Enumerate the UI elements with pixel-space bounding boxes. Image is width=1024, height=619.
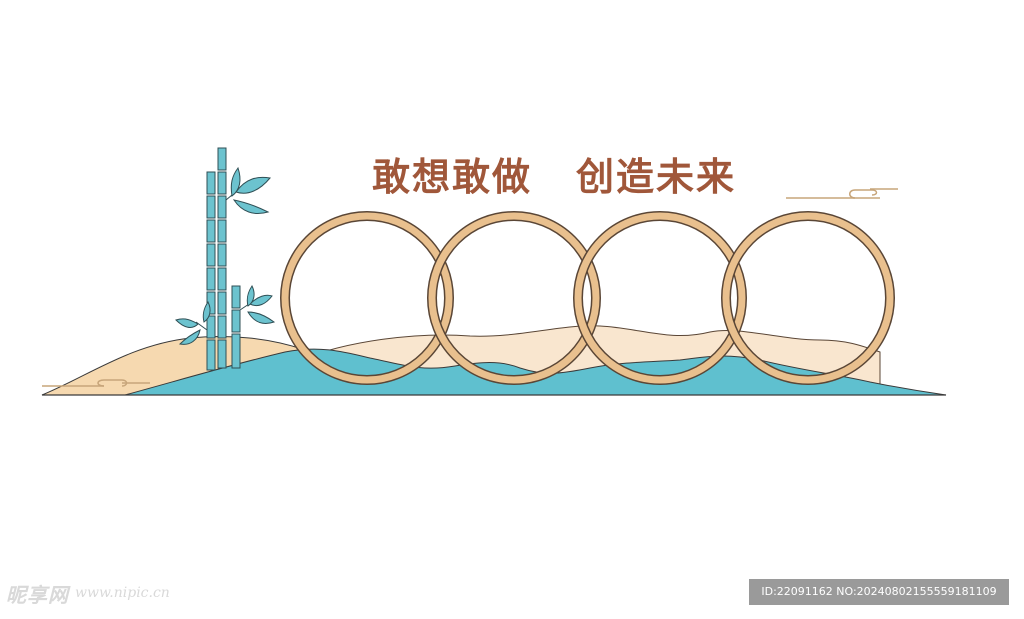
slogan-part-2: 创造未来 — [576, 154, 737, 199]
image-id-badge: ID:22091162 NO:20240802155559181109 — [749, 579, 1009, 605]
watermark-brand: 昵享网 www.nipic.cn — [6, 579, 170, 607]
slogan-part-1: 敢想敢做 — [372, 154, 533, 199]
bamboo — [175, 147, 276, 371]
cloud-ornament-right — [786, 188, 898, 199]
cloud-ornament-left — [42, 379, 150, 387]
watermark-url: www.nipic.cn — [75, 585, 170, 601]
watermark-logo: 昵享网 — [6, 582, 69, 607]
ring-group — [280, 211, 895, 385]
slogan-headline: 敢想敢做 创造未来 — [372, 148, 737, 199]
